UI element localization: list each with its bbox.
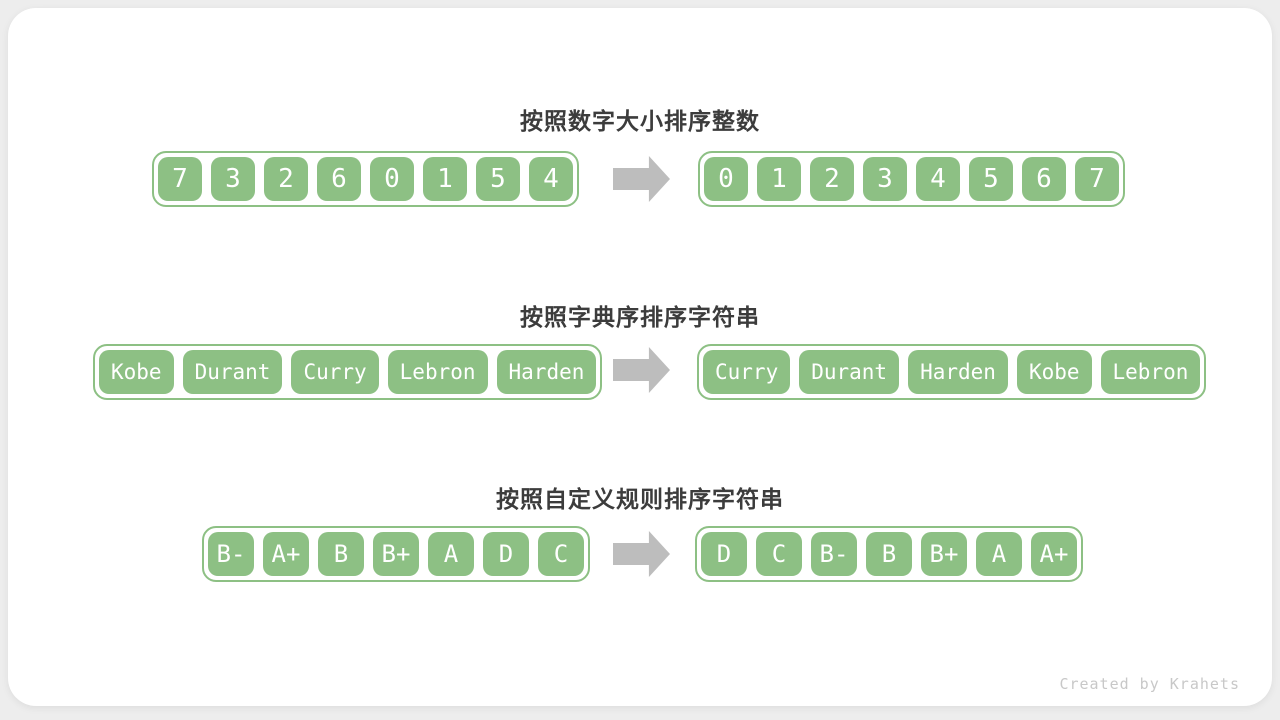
array-cell: A+ (263, 532, 309, 576)
array-cell: B (866, 532, 912, 576)
array-cell: Curry (291, 350, 379, 394)
array-cell: 7 (158, 157, 202, 201)
array-cell: 1 (423, 157, 467, 201)
array-cell: A (428, 532, 474, 576)
array-cell: Harden (908, 350, 1008, 394)
array-cell: B- (811, 532, 857, 576)
array-cell: Lebron (1100, 350, 1201, 394)
array-cell: 2 (810, 157, 854, 201)
section-title-sort-integers: 按照数字大小排序整数 (520, 108, 760, 134)
array-cell: A (976, 532, 1022, 576)
array-cell: 0 (370, 157, 414, 201)
array-cell: 7 (1075, 157, 1119, 201)
array-cell: 3 (211, 157, 255, 201)
section-title-sort-lexicographic: 按照字典序排序字符串 (520, 304, 760, 330)
array-cell: D (701, 532, 747, 576)
array-cell: 6 (1022, 157, 1066, 201)
array-cell: Durant (182, 350, 283, 394)
array-cell: Curry (703, 350, 791, 394)
array-cell: C (756, 532, 802, 576)
array-cell: 0 (704, 157, 748, 201)
array-cell: 3 (863, 157, 907, 201)
array-cell: D (483, 532, 529, 576)
array-cell: B+ (373, 532, 419, 576)
array-cell: 5 (969, 157, 1013, 201)
array-cell: B (318, 532, 364, 576)
array-cell: 4 (916, 157, 960, 201)
array-cell: A+ (1031, 532, 1077, 576)
array-cell: 5 (476, 157, 520, 201)
array-cell: Kobe (99, 350, 174, 394)
credit-text: Created by Krahets (1059, 675, 1240, 693)
array-cell: B+ (921, 532, 967, 576)
array-cell: Lebron (387, 350, 488, 394)
section-title-sort-custom-rule: 按照自定义规则排序字符串 (496, 486, 784, 512)
array-cell: 2 (264, 157, 308, 201)
array-cell: 4 (529, 157, 573, 201)
array-cell: Harden (496, 350, 597, 394)
array-cell: Durant (799, 350, 900, 394)
array-cell: Kobe (1016, 350, 1092, 394)
array-cell: C (538, 532, 584, 576)
array-cell: B- (208, 532, 254, 576)
array-cell: 1 (757, 157, 801, 201)
array-cell: 6 (317, 157, 361, 201)
